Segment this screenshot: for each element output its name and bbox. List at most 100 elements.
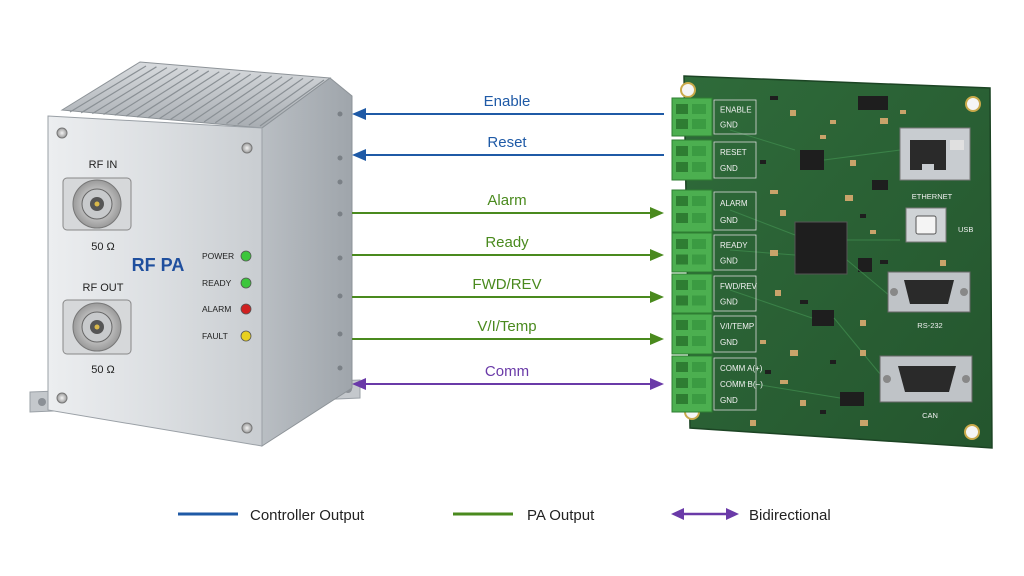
- smd-part: [760, 160, 766, 164]
- signal-enable: Enable: [352, 93, 664, 120]
- smd-part: [880, 260, 888, 264]
- mcu-chip: [794, 221, 848, 275]
- terminal-label: READY: [720, 241, 748, 250]
- terminal-screw-icon: [676, 146, 688, 156]
- mounting-hole-icon: [680, 82, 696, 98]
- heatsink-fin: [259, 79, 325, 127]
- screw-icon: [56, 392, 68, 404]
- smd-part: [830, 120, 836, 124]
- terminal-label: FWD/REV: [720, 282, 758, 291]
- rf-out-connector-icon[interactable]: [62, 299, 132, 355]
- smd-part: [790, 110, 796, 116]
- signal-reset: Reset: [352, 134, 664, 161]
- rf-pa-unit: RF IN 50 Ω RF OUT 50 Ω RF PA POWERREADYA…: [29, 61, 361, 447]
- terminal-slot: [692, 378, 706, 388]
- rf-in-connector-icon[interactable]: [62, 177, 132, 231]
- rf-out-impedance: 50 Ω: [91, 364, 115, 376]
- heatsink-fin: [80, 66, 157, 114]
- terminal-silkscreen-box: [713, 191, 757, 231]
- heatsink-fin: [192, 74, 262, 122]
- terminal-slot: [692, 320, 706, 330]
- rf-in-impedance: 50 Ω: [91, 241, 115, 253]
- terminal-label: GND: [720, 297, 738, 306]
- terminal-label: GND: [720, 396, 738, 405]
- smd-part: [760, 340, 766, 344]
- terminal-label: ALARM: [720, 199, 748, 208]
- terminal-screw-icon: [676, 394, 688, 404]
- smd-part: [860, 420, 868, 426]
- heatsink-fin: [114, 68, 189, 116]
- smd-part: [770, 190, 778, 194]
- terminal-silkscreen-box: [713, 357, 757, 411]
- led-label: POWER: [202, 251, 234, 261]
- terminal-slot: [692, 280, 706, 290]
- led-label: FAULT: [202, 331, 228, 341]
- terminal-slot: [692, 295, 706, 306]
- terminal-silkscreen-box: [713, 99, 757, 135]
- smd-part: [845, 195, 853, 201]
- smd-part: [900, 110, 906, 114]
- smd-part: [940, 260, 946, 266]
- ic-chip: [858, 258, 872, 272]
- arrow-left-icon: [352, 149, 366, 161]
- terminal-block-body: [671, 232, 713, 273]
- terminal-label: GND: [720, 164, 738, 173]
- terminal-label: GND: [720, 338, 738, 347]
- smd-part: [830, 360, 836, 364]
- arrow-left-icon: [671, 508, 684, 520]
- side-screws: [337, 111, 343, 371]
- ethernet-port-icon[interactable]: [899, 127, 971, 181]
- terminal-block[interactable]: FWD/REV GND: [671, 273, 758, 314]
- rf-out-label: RF OUT: [83, 282, 124, 294]
- smd-part: [770, 96, 778, 100]
- smd-part: [775, 290, 781, 296]
- mounting-hole-icon: [964, 424, 980, 440]
- terminal-block[interactable]: COMM A(+)COMM B(−)GND: [671, 355, 763, 413]
- signal-label: Alarm: [487, 192, 526, 209]
- heatsink-fin: [203, 75, 272, 123]
- terminal-slot: [692, 119, 706, 129]
- signal-ready: Ready: [352, 234, 664, 261]
- terminal-screw-icon: [676, 254, 688, 265]
- terminal-slot: [692, 196, 706, 206]
- arrow-left-icon: [352, 378, 366, 390]
- heatsink-fin: [159, 72, 231, 120]
- flange-hole-icon: [38, 398, 46, 406]
- terminal-screw-icon: [676, 213, 688, 223]
- ic-chip: [840, 392, 864, 406]
- legend-controller-output: Controller Output: [250, 507, 365, 524]
- terminal-block-body: [671, 273, 713, 314]
- signal-label: Enable: [484, 93, 531, 110]
- smd-part: [860, 320, 866, 326]
- signal-comm: Comm: [352, 363, 664, 390]
- pa-title: RF PA: [132, 255, 185, 275]
- terminal-slot: [692, 239, 706, 249]
- can-port-icon[interactable]: [879, 355, 973, 403]
- status-led-icon: [240, 303, 252, 315]
- terminal-label: GND: [720, 121, 738, 130]
- terminal-screw-icon: [676, 196, 688, 206]
- terminal-screw-icon: [676, 336, 688, 346]
- usb-port-icon[interactable]: [905, 207, 947, 243]
- smd-part: [860, 350, 866, 356]
- terminal-silkscreen-box: [713, 315, 757, 353]
- terminal-label: RESET: [720, 148, 747, 157]
- heatsink-fin: [125, 69, 199, 117]
- legend-bidirectional-swatch: [671, 508, 739, 520]
- smd-part: [770, 250, 778, 256]
- terminal-slot: [692, 394, 706, 404]
- terminal-slot: [692, 162, 706, 172]
- led-label: ALARM: [202, 304, 231, 314]
- terminal-slot: [692, 104, 706, 114]
- pa-side-panel: [261, 77, 353, 447]
- terminal-silkscreen-box: [713, 275, 757, 312]
- terminal-block[interactable]: RESET GND: [671, 139, 757, 181]
- heatsink-fin: [214, 76, 283, 124]
- rs232-port-icon[interactable]: [887, 271, 971, 313]
